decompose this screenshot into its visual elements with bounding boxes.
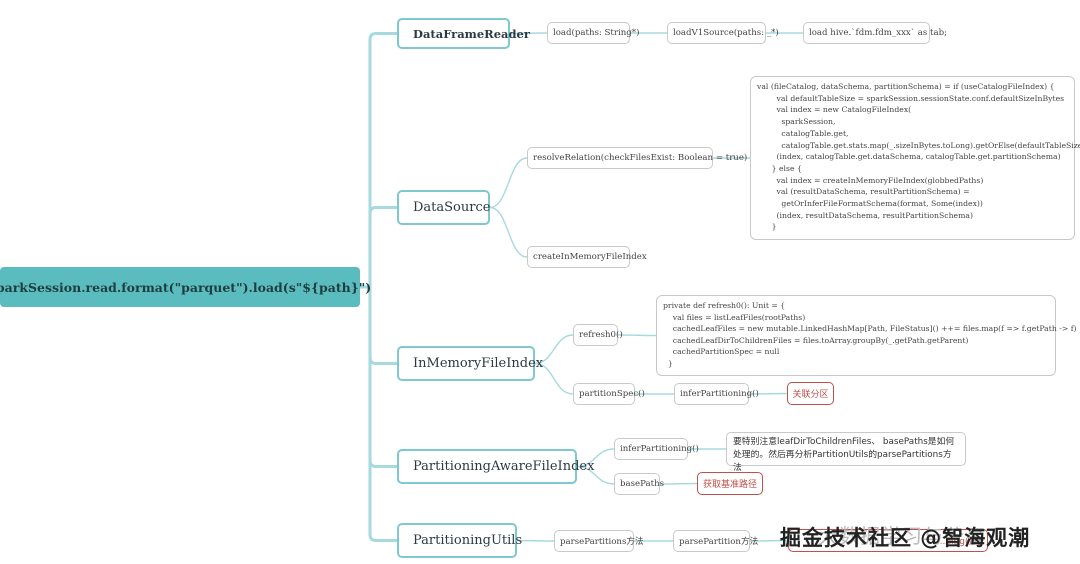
link-node-datasource-node-resolverelation [489,157,528,209]
node-resolverelation[interactable]: resolveRelation(checkFilesExist: Boolean… [527,147,747,169]
link-root-node-dataframereader [360,32,397,289]
link-node-dataframereader-node-load-paths [509,32,548,35]
node-createinmemoryfileindex[interactable]: createInMemoryFileIndex [527,246,647,268]
link-node-inmemoryfileindex-node-refresh0 [534,334,574,365]
node-basepaths[interactable]: basePaths [614,473,664,495]
node-parsepartition[interactable]: parsePartition方法 [673,530,758,552]
link-node-partitioningutils-node-parsepartitions [516,539,555,542]
node-load-hive[interactable]: load hive.`fdm.fdm_xxx` as tab; [803,22,947,44]
node-inferpartitioning-2[interactable]: inferPartitioning() [614,438,699,460]
node-dataframereader[interactable]: DataFrameReader [397,18,530,49]
watermark-line2: 掘金技术社区 @智海观潮 [780,526,1031,550]
node-partitionspec[interactable]: partitionSpec() [573,383,645,405]
link-root-node-inmemoryfileindex [360,285,397,365]
root-node[interactable]: sparkSession.read.format("parquet").load… [0,267,371,307]
link-node-parsepartition-badge-hidden-partition [749,539,789,542]
link-node-partitioningawarefileindex-node-basepaths [576,465,615,485]
link-node-partitioningawarefileindex-node-inferpartitioning-2 [576,448,615,468]
note-leafdir-basepaths: 要特别注意leafDirToChildrenFiles、 basePaths是如… [726,432,966,473]
link-node-refresh0-code-refresh0 [617,334,657,337]
watermark-line1: 大数据学习与分享 [818,524,986,548]
node-partitioningawarefileindex[interactable]: PartitioningAwareFileIndex [397,449,594,484]
node-load-paths[interactable]: load(paths: String*) [547,22,639,44]
node-refresh0[interactable]: refresh0() [573,324,623,346]
link-root-node-datasource [360,206,397,289]
link-root-node-partitioningawarefileindex [360,285,397,468]
link-node-inmemoryfileindex-node-partitionspec [534,362,574,395]
code-resolverelation: val (fileCatalog, dataSchema, partitionS… [750,76,1080,240]
link-node-inferpartitioning-1-badge-related-partition [748,392,788,395]
link-node-basepaths-badge-get-base-path [659,482,698,485]
badge-related-partition[interactable]: 关联分区 [787,382,834,405]
badge-hidden-partition[interactable]: ....ning()的 [788,529,988,552]
code-refresh0: private def refresh0(): Unit = { val fil… [656,295,1077,376]
node-inferpartitioning-1[interactable]: inferPartitioning() [674,383,759,405]
node-parsepartitions[interactable]: parsePartitions方法 [554,530,644,552]
badge-get-base-path[interactable]: 获取基准路径 [697,472,763,495]
node-loadv1source[interactable]: loadV1Source(paths: _*) [667,22,779,44]
link-root-node-partitioningutils [360,285,397,542]
node-partitioningutils[interactable]: PartitioningUtils [397,523,522,558]
root-label: sparkSession.read.format("parquet").load… [0,279,372,295]
node-datasource[interactable]: DataSource [397,190,490,225]
link-node-datasource-node-createinmemoryfileindex [489,206,528,258]
node-inmemoryfileindex[interactable]: InMemoryFileIndex [397,346,543,381]
